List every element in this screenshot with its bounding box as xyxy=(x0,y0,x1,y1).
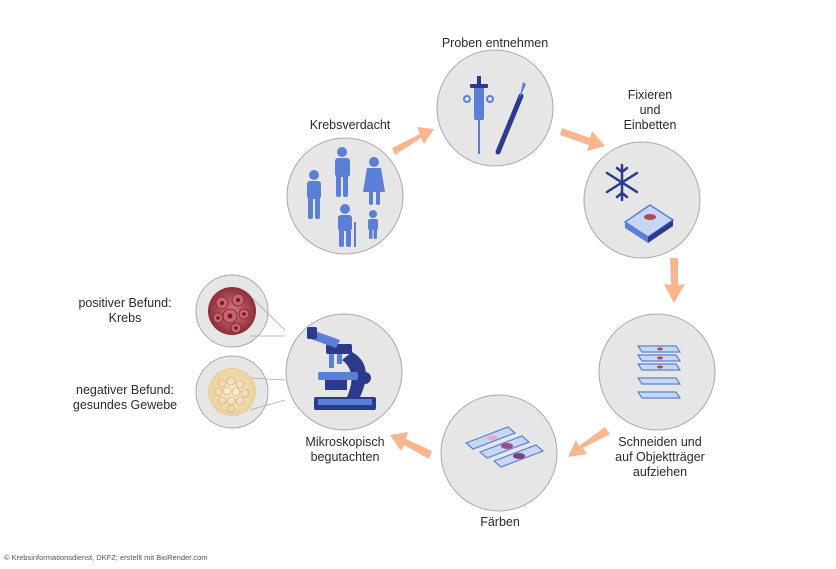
result-connectors xyxy=(249,295,286,411)
label-krebsverdacht: Krebsverdacht xyxy=(309,118,391,132)
step-circle-proben xyxy=(436,49,554,167)
label-negative-result: negativer Befund: gesundes Gewebe xyxy=(72,383,178,412)
arrow-3 xyxy=(664,258,685,303)
credit-line: © Krebsinformationsdienst, DKFZ; erstell… xyxy=(4,553,208,562)
arrow-2 xyxy=(560,128,605,151)
arrow-1 xyxy=(392,127,434,155)
people-icon xyxy=(307,147,385,247)
step-circle-schneiden xyxy=(598,313,716,431)
tumor-tissue-icon xyxy=(208,287,256,335)
arrow-4 xyxy=(568,427,610,457)
label-mikroskop: Mikroskopisch begutachten xyxy=(305,435,385,464)
label-proben: Proben entnehmen xyxy=(441,36,549,50)
tissue-cassette-icon xyxy=(623,204,675,243)
snowflake-icon xyxy=(605,163,639,202)
label-schneiden: Schneiden und auf Objektträger aufziehen xyxy=(615,435,705,479)
stained-slides-icon xyxy=(464,426,545,468)
label-faerben: Färben xyxy=(480,515,520,529)
microscope-icon xyxy=(307,327,376,410)
label-fixieren: Fixieren und Einbetten xyxy=(623,88,677,132)
label-positive-result: positiver Befund: Krebs xyxy=(78,296,172,325)
healthy-tissue-icon xyxy=(208,368,256,416)
cycle-arrows xyxy=(390,127,685,459)
scalpel-icon xyxy=(495,82,526,155)
step-circle-fixieren xyxy=(583,141,701,259)
arrow-5 xyxy=(390,432,432,459)
syringe-icon xyxy=(463,76,494,154)
